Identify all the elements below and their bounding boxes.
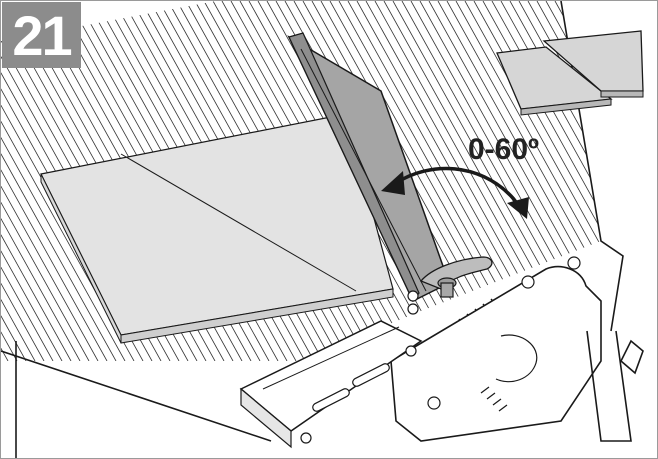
- deck-slat: [1, 1, 117, 361]
- deck-slat: [1, 1, 81, 361]
- cutting-rail: [239, 320, 423, 449]
- deck-slat: [1, 1, 108, 361]
- deck-slat: [1, 1, 54, 361]
- deck-slat: [437, 1, 601, 361]
- cut-tile-pieces-icon: [496, 30, 644, 116]
- deck-slat: [1, 1, 45, 361]
- deck-slat: [1, 1, 99, 361]
- deck-slat: [1, 1, 72, 361]
- deck-slat: [464, 1, 601, 361]
- deck-slat: [1, 1, 36, 361]
- angle-range-label: 0-60º: [468, 133, 540, 166]
- deck-slat: [1, 1, 126, 361]
- lever-clamp-icon: [419, 256, 493, 298]
- table-frame: [1, 1, 644, 458]
- deck-slat: [1, 1, 63, 361]
- angle-fence: [287, 32, 450, 315]
- saw-head: [390, 256, 602, 442]
- deck-slat: [455, 1, 601, 361]
- curved-double-arrow-icon: [381, 166, 529, 219]
- deck-slat: [1, 1, 90, 361]
- deck-slat: [446, 1, 601, 361]
- step-number-badge: 21: [2, 2, 81, 68]
- ceramic-tile: [40, 113, 394, 344]
